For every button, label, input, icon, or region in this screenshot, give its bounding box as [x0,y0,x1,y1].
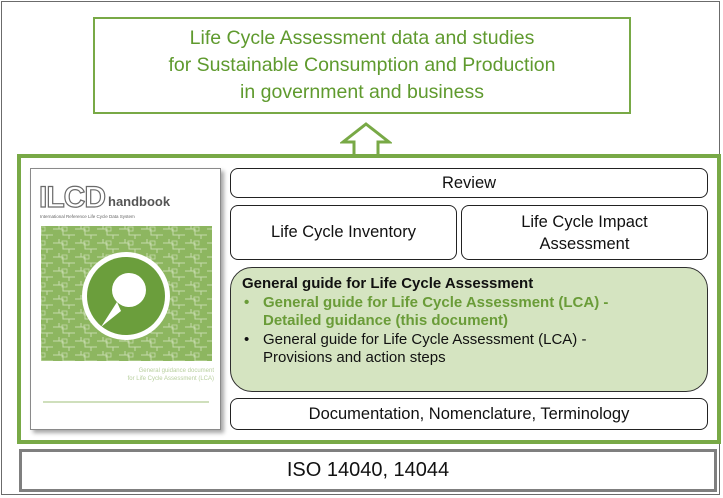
guide-item-detailed: General guide for Life Cycle Assessment … [242,294,697,331]
guide-item-detailed-line-2: Detailed guidance (this document) [263,312,509,329]
goal-line-1: Life Cycle Assessment data and studies [189,27,535,49]
life-cycle-impact-assessment-box: Life Cycle Impact Assessment [461,205,708,260]
cover-doc-title: General guidance document for Life Cycle… [128,367,214,383]
general-guide-list: General guide for Life Cycle Assessment … [242,294,697,368]
cover-doc-title-line-2: for Life Cycle Assessment (LCA) [127,376,214,382]
goal-box: Life Cycle Assessment data and studies f… [93,17,631,114]
lci-label: Life Cycle Inventory [271,223,416,241]
ilcd-logo: ILCD handbook [38,181,171,214]
goal-text: Life Cycle Assessment data and studies f… [169,25,556,106]
up-arrow-icon [340,122,392,158]
handbook-label: handbook [108,194,171,209]
documentation-label: Documentation, Nomenclature, Terminology [308,404,630,423]
review-label: Review [441,173,497,192]
lcia-label: Life Cycle Impact Assessment [521,211,648,255]
life-cycle-inventory-box: Life Cycle Inventory [230,205,457,260]
guide-item-provisions-line-2: Provisions and action steps [263,349,446,366]
cover-doc-title-line-1: General guidance document [138,368,214,374]
goal-line-2: for Sustainable Consumption and Producti… [168,54,556,76]
lcia-label-line-2: Assessment [539,234,630,253]
ilcd-logo-text: ILCD [38,181,106,214]
iso-standards-box: ISO 14040, 14044 [19,449,717,492]
documentation-box: Documentation, Nomenclature, Terminology [230,398,708,430]
handbook-cover: ILCD handbook International Reference Li… [30,168,221,430]
guide-item-provisions-line-1: General guide for Life Cycle Assessment … [263,330,587,348]
cover-artwork [41,226,212,403]
cover-subtitle: International Reference Life Cycle Data … [40,214,135,219]
goal-line-3: in government and business [240,81,484,103]
iso-label: ISO 14040, 14044 [286,459,450,481]
guide-item-provisions: General guide for Life Cycle Assessment … [242,331,697,368]
lcia-label-line-1: Life Cycle Impact [521,212,648,231]
general-guide-title: General guide for Life Cycle Assessment [242,275,534,292]
review-box: Review [230,168,708,198]
general-guide-box: General guide for Life Cycle Assessment … [230,267,708,392]
guide-item-detailed-line-1: General guide for Life Cycle Assessment … [263,293,609,311]
